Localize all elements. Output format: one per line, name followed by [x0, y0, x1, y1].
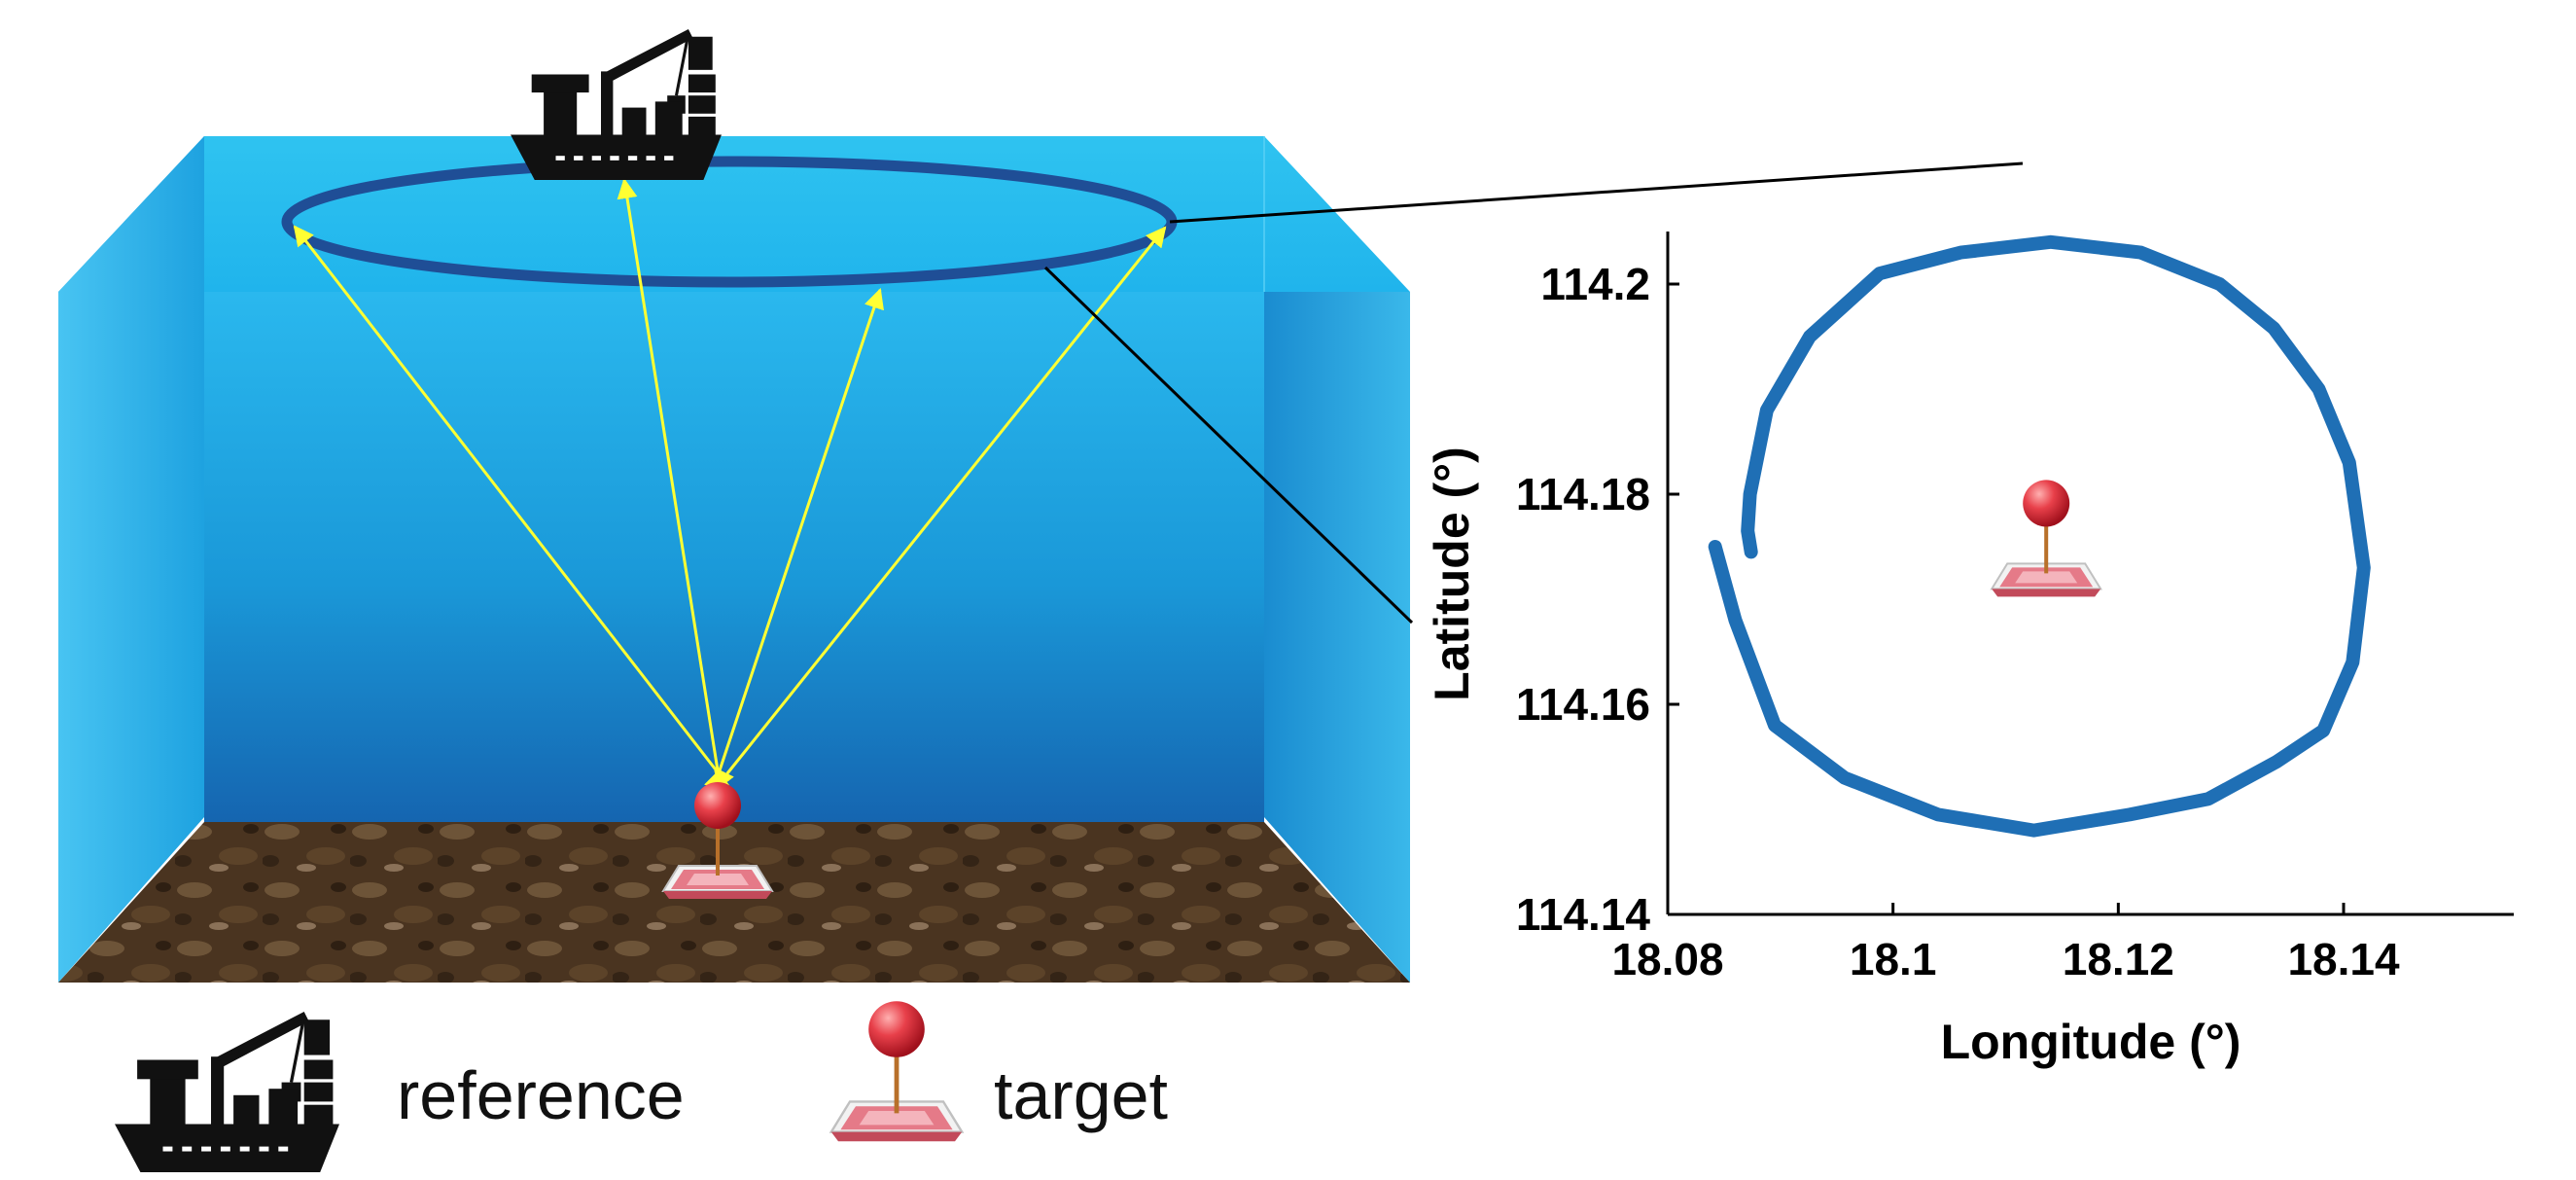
water-front-face [204, 292, 1264, 822]
x-tick-label: 18.14 [2287, 934, 2400, 984]
x-ticks: 18.08 18.1 18.12 18.14 [1611, 903, 2400, 984]
water-right-wall [1264, 292, 1410, 983]
legend-reference-label: reference [397, 1057, 685, 1133]
trajectory-line [1708, 234, 2371, 838]
legend-ship-icon [113, 1010, 341, 1174]
ocean-scene [58, 27, 1410, 983]
water-left-wall [58, 136, 204, 983]
y-tick-label: 114.14 [1516, 889, 1651, 940]
legend: reference target [113, 1001, 1168, 1174]
zoom-line-bottom [1043, 266, 1414, 625]
x-tick-label: 18.12 [2063, 934, 2174, 984]
y-tick-label: 114.18 [1516, 469, 1650, 519]
y-ticks: 114.14 114.16 114.18 114.2 [1516, 259, 1679, 940]
legend-target-label: target [994, 1057, 1168, 1133]
signal-paths [293, 177, 1167, 795]
x-axis-title: Longitude (°) [1941, 1015, 2241, 1069]
signal-path [617, 177, 731, 791]
chart-target-icon [1990, 478, 2103, 599]
zoom-line-top [1169, 161, 2024, 224]
x-tick-label: 18.1 [1850, 934, 1937, 984]
y-tick-label: 114.2 [1540, 259, 1650, 309]
signal-path [707, 226, 1167, 795]
ship-icon [509, 27, 723, 182]
legend-target-icon [831, 1001, 962, 1141]
x-tick-label: 18.08 [1611, 934, 1723, 984]
seabed [58, 822, 1410, 983]
y-tick-label: 114.16 [1516, 679, 1650, 730]
y-axis-title: Latitude (°) [1425, 447, 1479, 701]
